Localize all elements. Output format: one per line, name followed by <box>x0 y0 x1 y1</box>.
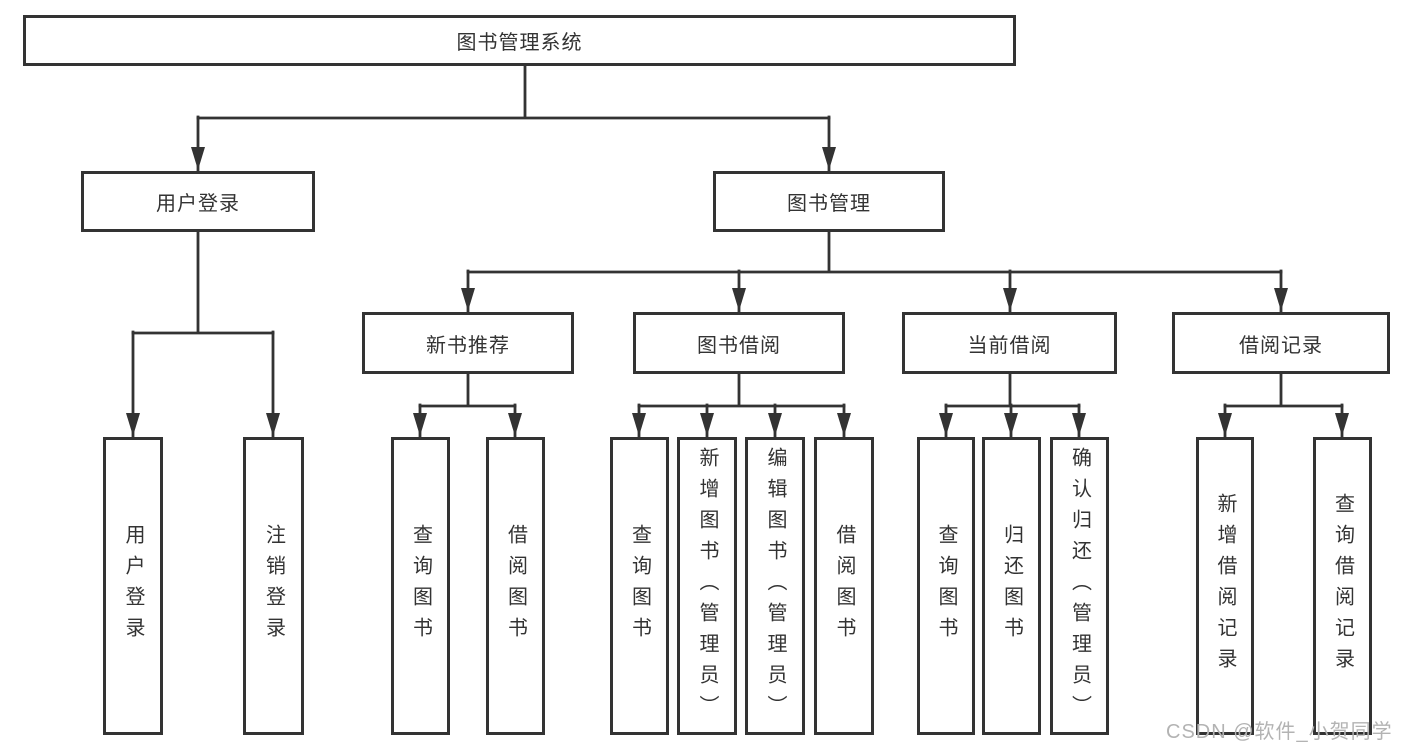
leaf-current-query-books: 查询图书 <box>917 437 975 735</box>
connector-user-login-bus <box>131 230 275 335</box>
leaf-user-login-label: 用户登录 <box>122 524 144 648</box>
connector-book-borrowing-bus <box>637 372 846 408</box>
leaf-current-return-books: 归还图书 <box>982 437 1041 735</box>
leaf-current-query-books-label: 查询图书 <box>935 524 957 648</box>
node-book-borrowing: 图书借阅 <box>633 312 845 374</box>
leaf-newbooks-borrow-books: 借阅图书 <box>486 437 545 735</box>
node-borrowing-records-label: 借阅记录 <box>1239 334 1323 357</box>
connector-new-books-bus <box>418 372 517 408</box>
node-user-login-label: 用户登录 <box>156 193 240 215</box>
leaf-records-query-record-label: 查询借阅记录 <box>1331 493 1354 679</box>
leaf-current-confirm-return-admin: 确认归还（管理员） <box>1050 437 1109 735</box>
node-new-book-recommend-label: 新书推荐 <box>426 334 510 357</box>
leaf-borrow-query-books-label: 查询图书 <box>628 524 651 648</box>
leaf-user-login: 用户登录 <box>103 437 163 735</box>
connector-current-borrowing-bus <box>944 372 1081 408</box>
connector-root-bus <box>196 63 831 120</box>
node-root: 图书管理系统 <box>23 15 1016 66</box>
leaf-records-add-record: 新增借阅记录 <box>1196 437 1254 735</box>
csdn-watermark: CSDN @软件_小贺同学 <box>1166 721 1393 743</box>
node-new-book-recommend: 新书推荐 <box>362 312 574 374</box>
leaf-borrow-edit-books-admin-label: 编辑图书（管理员） <box>764 446 786 726</box>
leaf-newbooks-query-books: 查询图书 <box>391 437 450 735</box>
node-current-borrowing: 当前借阅 <box>902 312 1117 374</box>
leaf-borrow-borrow-books-label: 借阅图书 <box>833 524 855 648</box>
leaf-borrow-add-books-admin: 新增图书（管理员） <box>677 437 737 735</box>
node-borrowing-records: 借阅记录 <box>1172 312 1390 374</box>
leaf-logout: 注销登录 <box>243 437 304 735</box>
leaf-records-query-record: 查询借阅记录 <box>1313 437 1372 735</box>
node-root-label: 图书管理系统 <box>456 32 583 54</box>
node-book-borrowing-label: 图书借阅 <box>697 334 781 357</box>
leaf-newbooks-query-books-label: 查询图书 <box>409 524 432 648</box>
leaf-records-add-record-label: 新增借阅记录 <box>1214 493 1236 679</box>
leaf-borrow-add-books-admin-label: 新增图书（管理员） <box>696 446 718 726</box>
node-book-management: 图书管理 <box>713 171 945 232</box>
leaf-current-return-books-label: 归还图书 <box>1000 524 1023 648</box>
leaf-borrow-query-books: 查询图书 <box>610 437 669 735</box>
connector-borrowing-records-bus <box>1223 372 1344 408</box>
leaf-newbooks-borrow-books-label: 借阅图书 <box>504 524 527 648</box>
node-user-login: 用户登录 <box>81 171 315 232</box>
node-current-borrowing-label: 当前借阅 <box>967 334 1052 357</box>
leaf-borrow-edit-books-admin: 编辑图书（管理员） <box>745 437 805 735</box>
leaf-borrow-borrow-books: 借阅图书 <box>814 437 874 735</box>
node-book-management-label: 图书管理 <box>787 193 871 215</box>
connector-book-management-bus <box>466 230 1283 274</box>
leaf-logout-label: 注销登录 <box>262 524 285 648</box>
leaf-current-confirm-return-admin-label: 确认归还（管理员） <box>1068 446 1091 726</box>
